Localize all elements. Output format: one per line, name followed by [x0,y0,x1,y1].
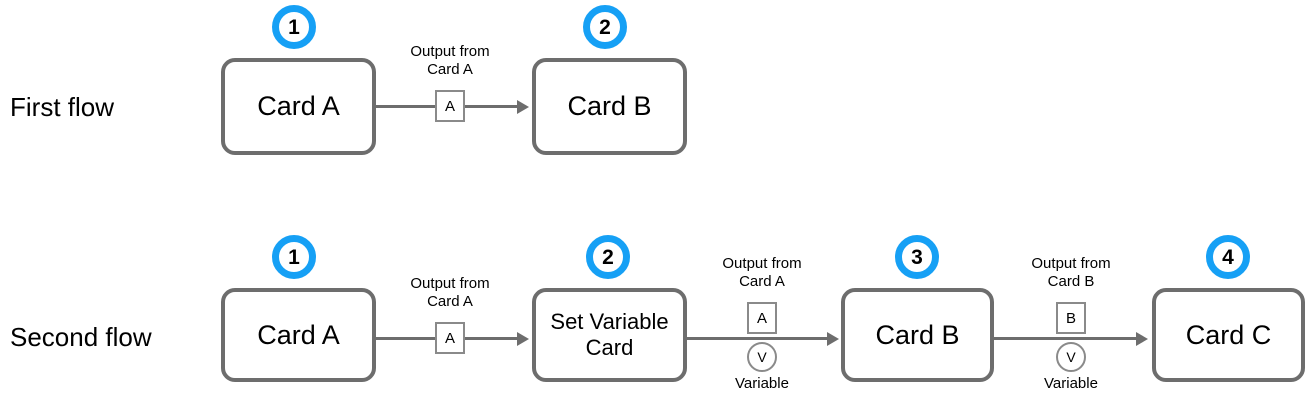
step-badge-1-first-flow: 1 [272,5,316,49]
step-badge-number: 2 [599,15,611,39]
card-label: Set Variable Card [550,309,669,360]
port-caption-variable-second-flow-3: Variable [1044,375,1098,392]
connector-caption-first-flow-1: Output from Card A [410,43,490,78]
step-badge-number: 3 [911,245,923,269]
port-caption-variable-second-flow-2: Variable [735,375,789,392]
connector-caption-second-flow-1: Output from Card A [410,275,490,310]
connector-line-second-flow-3 [994,337,1141,340]
step-badge-number: 2 [602,245,614,269]
port-square-output-a-second-flow-1[interactable]: A [435,322,465,354]
card-label: Card B [567,91,652,121]
port-circle-variable-second-flow-2[interactable]: V [747,342,777,372]
step-badge-2-first-flow: 2 [583,5,627,49]
connector-arrow-first-flow-1 [517,99,529,114]
card-label: Card A [257,91,340,121]
port-square-output-a-first-flow[interactable]: A [435,90,465,122]
card-label: Card B [875,319,960,350]
connector-line-second-flow-2 [687,337,832,340]
port-circle-label: V [1066,349,1076,365]
connector-arrow-second-flow-2 [827,331,839,346]
step-badge-2-second-flow: 2 [586,235,630,279]
step-badge-number: 4 [1222,245,1234,269]
port-square-output-a-second-flow-2[interactable]: A [747,302,777,334]
step-badge-number: 1 [288,245,300,269]
port-square-label: A [444,329,455,347]
port-circle-label: V [757,349,767,365]
row-label-second-flow: Second flow [10,322,152,352]
port-square-output-b-second-flow-3[interactable]: B [1056,302,1086,334]
card-second-flow-card-c[interactable]: Card C [1152,288,1305,382]
port-square-label: A [444,97,455,115]
step-badge-number: 1 [288,15,300,39]
card-label: Card A [257,319,340,350]
step-badge-3-second-flow: 3 [895,235,939,279]
port-square-label: A [756,309,767,327]
connector-caption-second-flow-2: Output from Card A [722,255,802,290]
step-badge-1-second-flow: 1 [272,235,316,279]
port-circle-variable-second-flow-3[interactable]: V [1056,342,1086,372]
row-label-first-flow: First flow [10,92,114,122]
card-first-flow-card-b[interactable]: Card B [532,58,687,155]
card-label: Card C [1185,319,1272,350]
card-second-flow-card-a[interactable]: Card A [221,288,376,382]
connector-arrow-second-flow-1 [517,331,529,346]
connector-caption-second-flow-3: Output from Card B [1031,255,1111,290]
port-square-label: B [1065,309,1076,327]
card-second-flow-set-variable-card[interactable]: Set Variable Card [532,288,687,382]
step-badge-4-second-flow: 4 [1206,235,1250,279]
connector-arrow-second-flow-3 [1136,331,1148,346]
card-second-flow-card-b[interactable]: Card B [841,288,994,382]
card-first-flow-card-a[interactable]: Card A [221,58,376,155]
